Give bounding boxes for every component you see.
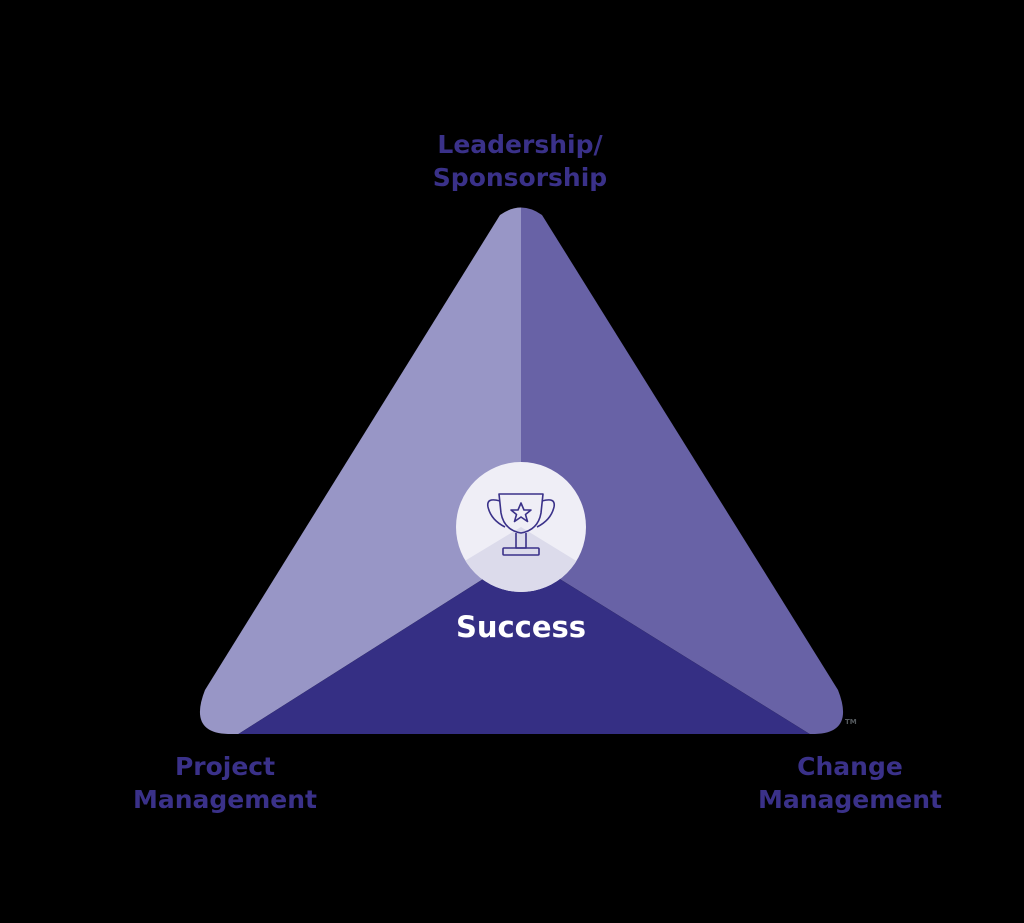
center-label-success: Success [455,610,587,644]
vertex-label-line: Management [132,785,318,814]
vertex-label-line: Sponsorship [432,163,608,192]
vertex-label-leadership-sponsorship: Leadership/ Sponsorship [400,128,640,194]
vertex-label-line: Management [757,785,943,814]
success-circle [456,462,586,592]
bottom-face-success [199,555,844,734]
vertex-label-line: Project [174,752,276,781]
vertex-label-project-management: Project Management [90,750,360,816]
trademark-mark: TM [845,718,857,726]
vertex-label-line: Change [797,752,903,781]
vertex-label-change-management: Change Management [730,750,970,816]
vertex-label-line: Leadership/ [437,130,603,159]
trophy-icon [486,493,556,556]
